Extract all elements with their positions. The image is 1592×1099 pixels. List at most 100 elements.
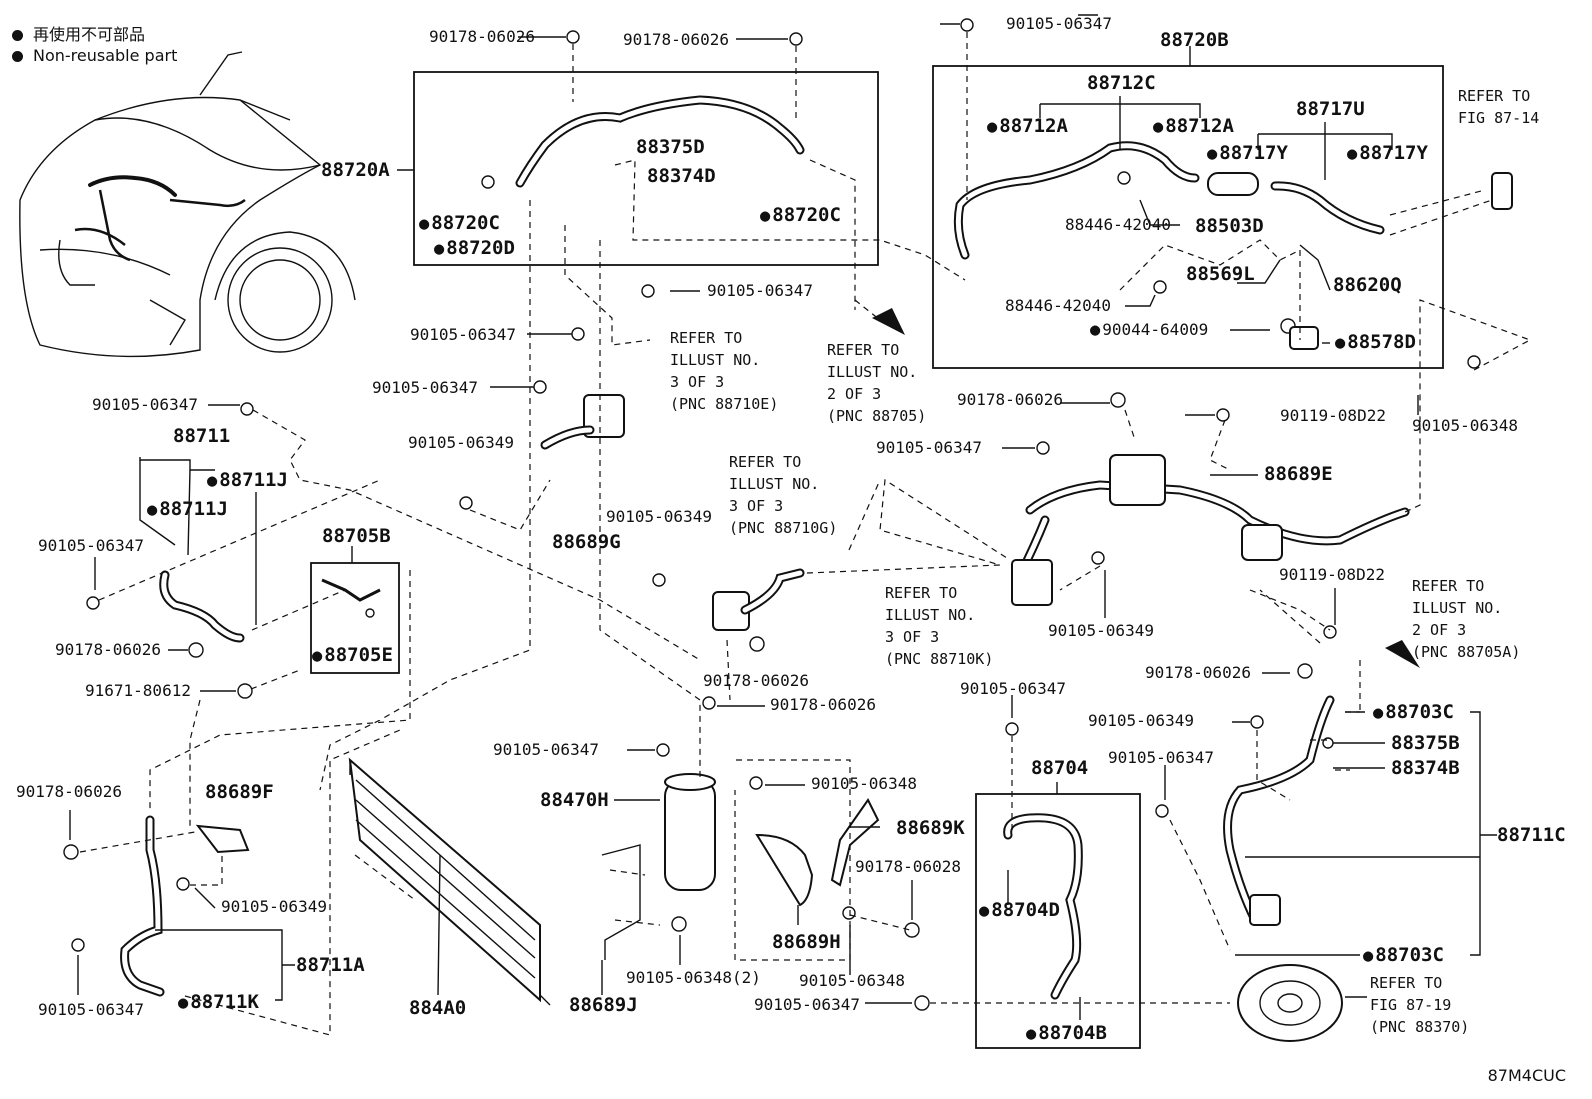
part-label[interactable]: 90105-06347 — [38, 1000, 144, 1019]
part-label[interactable]: 90105-06348(2) — [626, 968, 761, 987]
part-label[interactable]: 88689K — [896, 817, 965, 839]
part-label[interactable]: 90178-06026 — [55, 640, 161, 659]
leader-lines — [69, 14, 1497, 1020]
part-label[interactable]: 88375D — [636, 136, 705, 158]
part-label-non-reusable[interactable]: 88720D — [434, 238, 515, 260]
part-label-non-reusable[interactable]: 88703C — [1363, 945, 1444, 967]
part-label[interactable]: 90119-08D22 — [1279, 565, 1385, 584]
part-label-non-reusable[interactable]: 88704B — [1026, 1023, 1107, 1045]
part-label[interactable]: 88375B — [1391, 732, 1460, 754]
ref-note-88710G[interactable]: REFER TO ILLUST NO. 3 OF 3 (PNC 88710G) — [729, 453, 838, 537]
part-label-non-reusable[interactable]: 88578D — [1335, 332, 1416, 354]
ref-note-fig-87-19[interactable]: REFER TO FIG 87-19 (PNC 88370) — [1370, 974, 1470, 1036]
part-label-non-reusable[interactable]: 88712A — [987, 116, 1068, 138]
part-label-non-reusable[interactable]: 88711J — [147, 499, 228, 521]
part-label[interactable]: 88503D — [1195, 215, 1264, 237]
part-label[interactable]: 90178-06026 — [623, 30, 729, 49]
part-label[interactable]: 90105-06347 — [372, 378, 478, 397]
box-88720A — [413, 71, 879, 266]
part-label[interactable]: 88689H — [772, 931, 841, 953]
part-label[interactable]: 88705B — [322, 525, 391, 547]
compressor-88370 — [1237, 964, 1343, 1042]
service-valve — [1241, 524, 1283, 561]
part-label[interactable]: 88446-42040 — [1005, 296, 1111, 315]
part-label-non-reusable[interactable]: 88717Y — [1207, 143, 1288, 165]
part-label[interactable]: 88446-42040 — [1065, 215, 1171, 234]
part-label[interactable]: 884A0 — [409, 997, 467, 1019]
part-label-non-reusable[interactable]: 88703C — [1373, 702, 1454, 724]
part-label[interactable]: 88689F — [205, 781, 274, 803]
part-label[interactable]: 90105-06347 — [1108, 748, 1214, 767]
part-label[interactable]: 90105-06349 — [1048, 621, 1154, 640]
part-label-non-reusable[interactable]: 88720C — [419, 213, 500, 235]
ref-note-88710E[interactable]: REFER TO ILLUST NO. 3 OF 3 (PNC 88710E) — [670, 329, 779, 413]
part-label[interactable]: 88620Q — [1333, 274, 1402, 296]
part-label[interactable]: 90178-06026 — [429, 27, 535, 46]
valve-88710E — [583, 394, 625, 438]
part-label[interactable]: 90178-06026 — [770, 695, 876, 714]
part-label-non-reusable[interactable]: 88720C — [760, 205, 841, 227]
part-label-non-reusable[interactable]: 88711J — [207, 470, 288, 492]
part-label[interactable]: 88711C — [1497, 824, 1566, 846]
part-label[interactable]: 88374B — [1391, 757, 1460, 779]
part-label-non-reusable[interactable]: 88712A — [1153, 116, 1234, 138]
bracket-88689H — [755, 833, 814, 907]
part-label[interactable]: 88689J — [569, 994, 638, 1016]
part-label[interactable]: 88704 — [1031, 757, 1089, 779]
legend-jp-text: 再使用不可部品 — [33, 25, 146, 44]
part-label[interactable]: 90105-06348 — [1412, 416, 1518, 435]
part-label[interactable]: 90178-06026 — [1145, 663, 1251, 682]
fitting-fig-87-14 — [1491, 172, 1513, 210]
part-label[interactable]: 88712C — [1087, 72, 1156, 94]
arrow-88705 — [872, 308, 905, 335]
part-label[interactable]: 90105-06347 — [410, 325, 516, 344]
ref-note-88705A[interactable]: REFER TO ILLUST NO. 2 OF 3 (PNC 88705A) — [1412, 577, 1521, 661]
part-label[interactable]: 88374D — [647, 165, 716, 187]
part-label-non-reusable[interactable]: 88705E — [312, 645, 393, 667]
part-label[interactable]: 90178-06028 — [855, 857, 961, 876]
part-label-non-reusable[interactable]: 90044-64009 — [1090, 321, 1208, 339]
part-label[interactable]: 90119-08D22 — [1280, 406, 1386, 425]
part-label[interactable]: 90105-06347 — [493, 740, 599, 759]
connector-block — [1011, 559, 1053, 606]
part-label[interactable]: 88470H — [540, 789, 609, 811]
part-label[interactable]: 90178-06026 — [16, 782, 122, 801]
part-label[interactable]: 90105-06347 — [960, 679, 1066, 698]
filter-88503D — [1207, 172, 1259, 196]
part-label[interactable]: 90105-06349 — [606, 507, 712, 526]
part-label[interactable]: 90105-06347 — [707, 281, 813, 300]
part-label[interactable]: 90105-06347 — [38, 536, 144, 555]
part-label[interactable]: 90105-06348 — [799, 971, 905, 990]
part-label[interactable]: 88689E — [1264, 463, 1333, 485]
part-label[interactable]: 90105-06347 — [1006, 14, 1112, 33]
part-label[interactable]: 90178-06026 — [703, 671, 809, 690]
ref-note-fig-87-14[interactable]: REFER TO FIG 87-14 — [1458, 87, 1540, 127]
fasteners — [63, 18, 1481, 1011]
part-label[interactable]: 91671-80612 — [85, 681, 191, 700]
part-label[interactable]: 88711 — [173, 425, 231, 447]
diagram-code: 87M4CUC — [1487, 1066, 1566, 1085]
part-label-non-reusable[interactable]: 88711K — [178, 992, 259, 1014]
part-label[interactable]: 88720B — [1160, 29, 1229, 51]
part-label[interactable]: 88717U — [1296, 98, 1365, 120]
ref-note-88710K[interactable]: REFER TO ILLUST NO. 3 OF 3 (PNC 88710K) — [885, 584, 994, 668]
part-label-non-reusable[interactable]: 88717Y — [1347, 143, 1428, 165]
part-label[interactable]: 88569L — [1186, 263, 1255, 285]
part-label[interactable]: 90105-06349 — [221, 897, 327, 916]
part-label[interactable]: 88689G — [552, 531, 621, 553]
part-label[interactable]: 90105-06347 — [876, 438, 982, 457]
part-label[interactable]: 90105-06347 — [92, 395, 198, 414]
legend-jp: 再使用不可部品 — [12, 21, 145, 45]
condenser-884A0 — [348, 757, 551, 1006]
part-label[interactable]: 88720A — [321, 159, 390, 181]
part-label[interactable]: 90105-06348 — [811, 774, 917, 793]
ref-note-88705[interactable]: REFER TO ILLUST NO. 2 OF 3 (PNC 88705) — [827, 341, 927, 425]
part-label[interactable]: 90178-06026 — [957, 390, 1063, 409]
part-label[interactable]: 90105-06347 — [754, 995, 860, 1014]
part-label-non-reusable[interactable]: 88704D — [979, 900, 1060, 922]
part-label[interactable]: 88711A — [296, 954, 365, 976]
part-label[interactable]: 90105-06349 — [408, 433, 514, 452]
box-88705B — [310, 562, 400, 674]
part-label[interactable]: 90105-06349 — [1088, 711, 1194, 730]
